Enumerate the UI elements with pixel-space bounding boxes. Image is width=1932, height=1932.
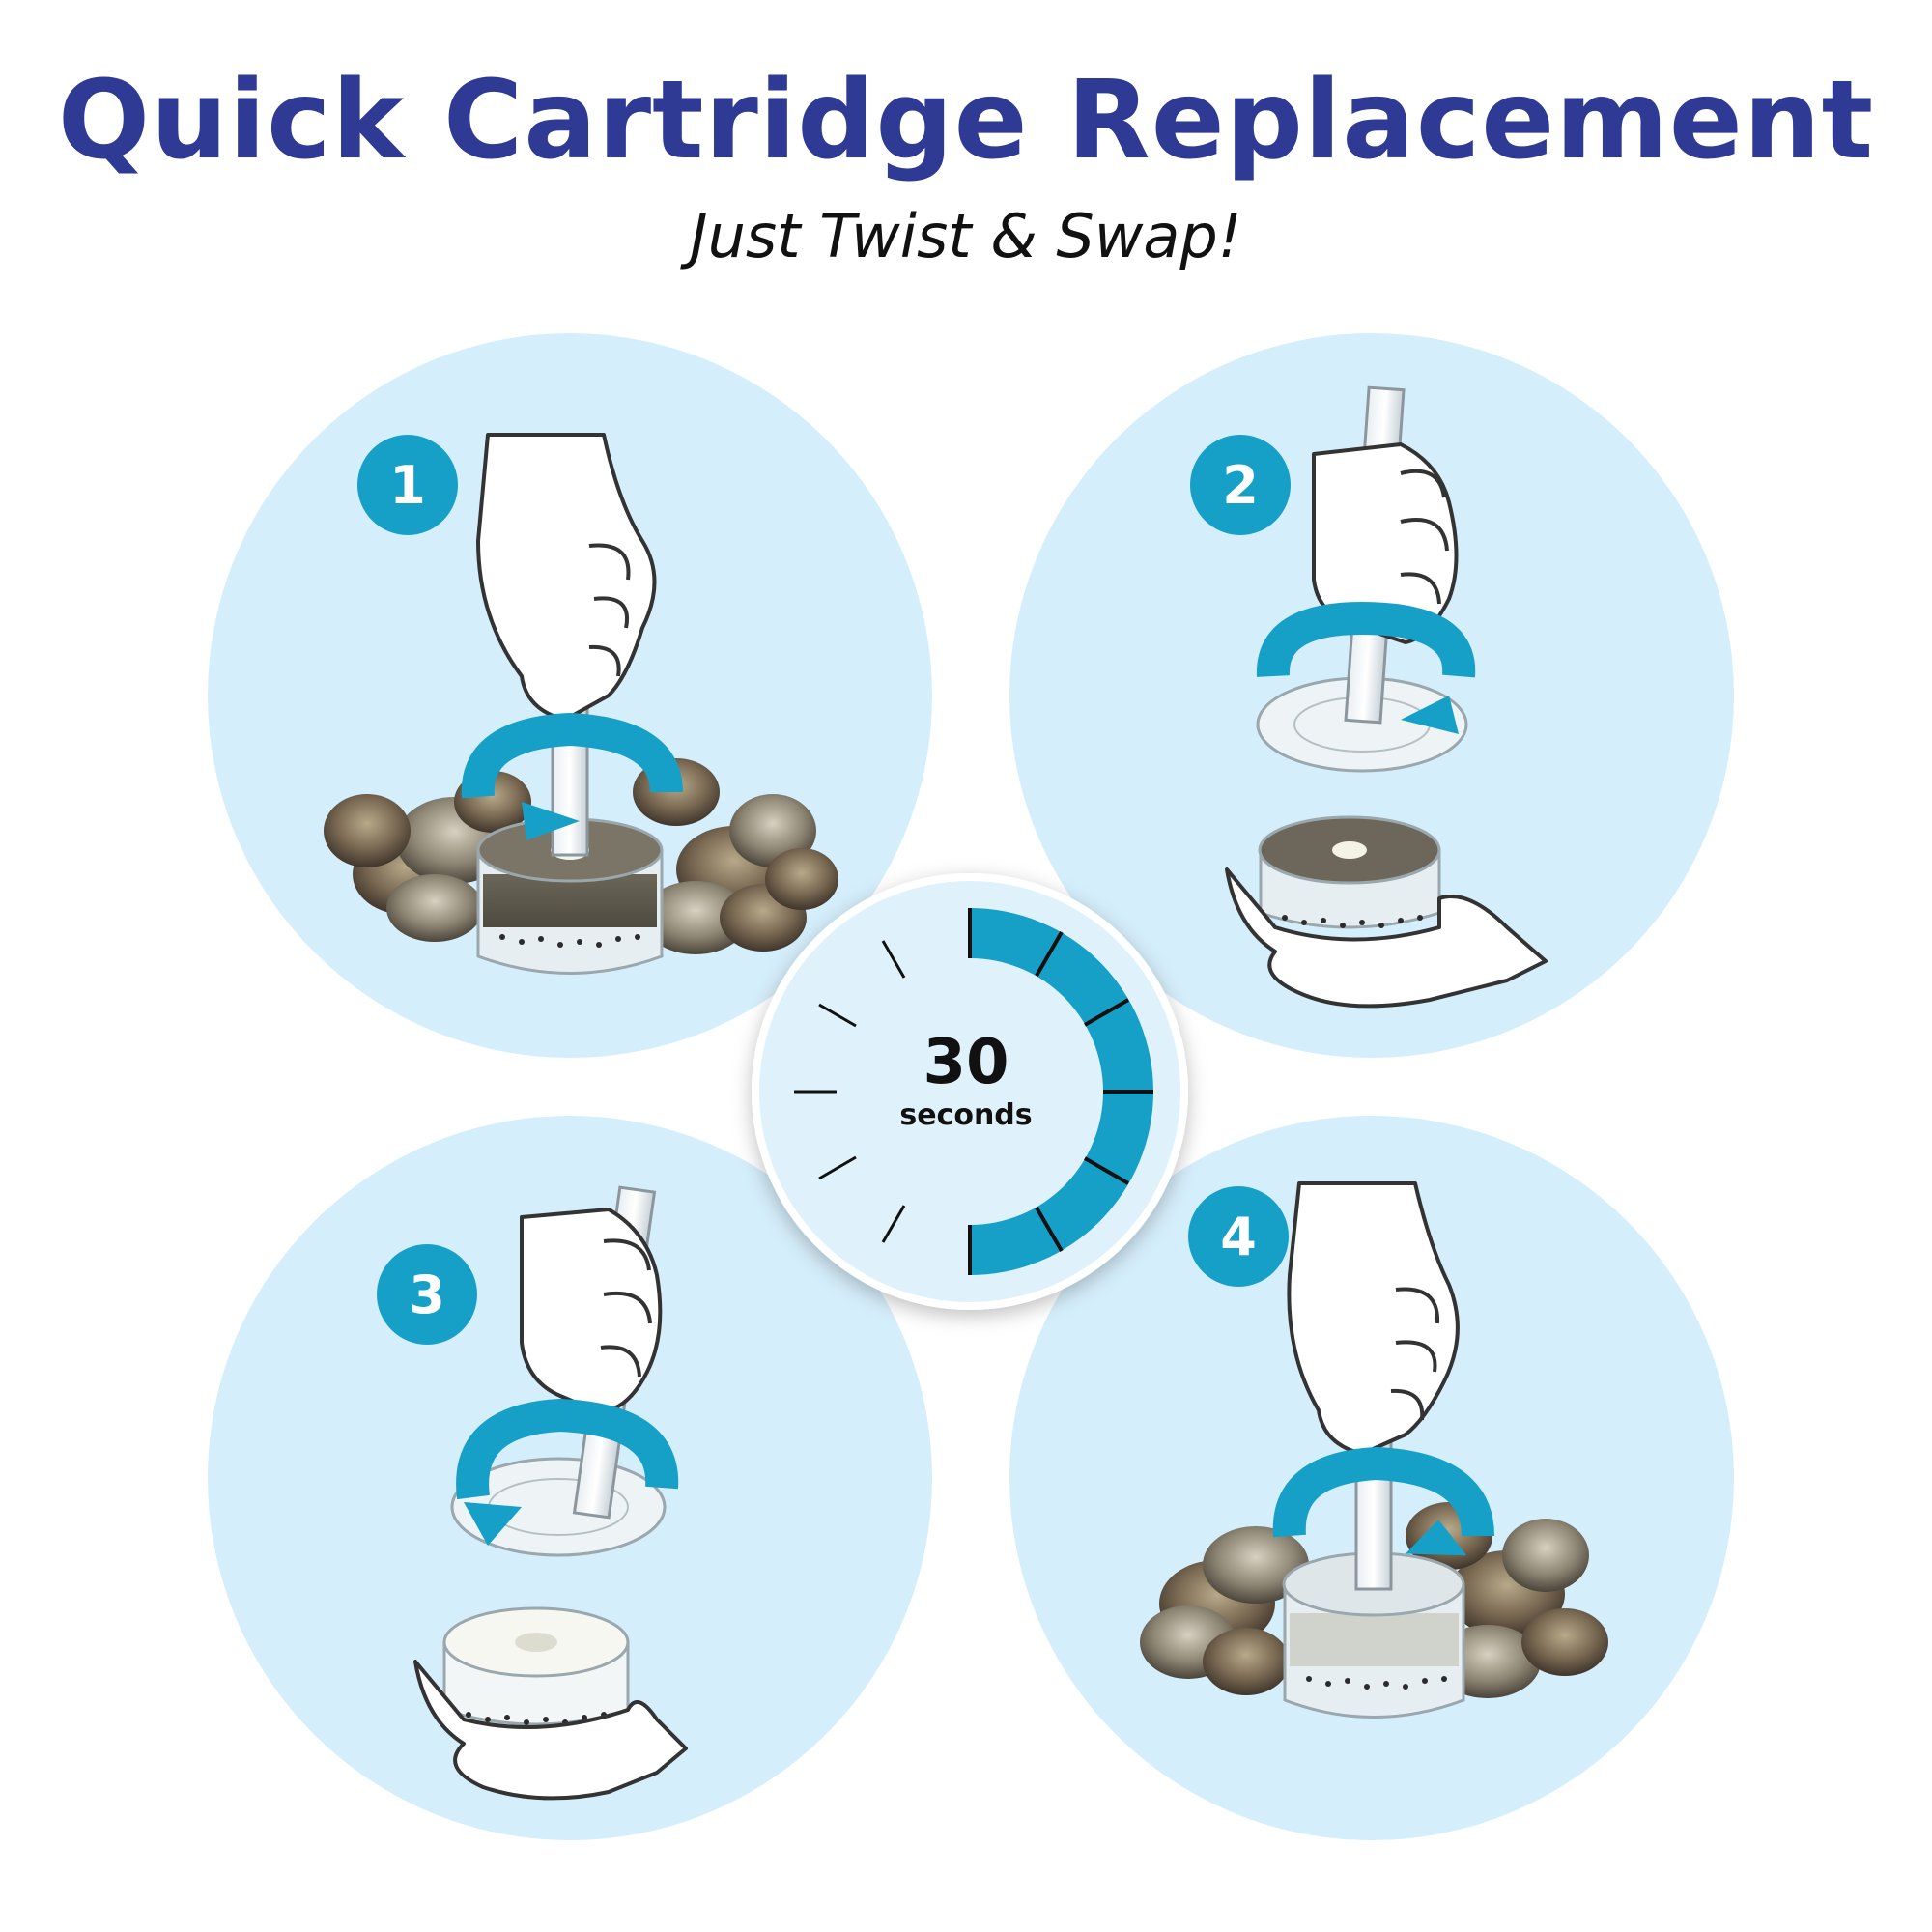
- new-cartridge: [442, 1606, 630, 1726]
- timer-tick-marks: [794, 940, 906, 1243]
- page-subtitle: Just Twist & Swap!: [690, 201, 1242, 271]
- step-1-illustration: [324, 433, 838, 975]
- used-cartridge: [1258, 815, 1441, 929]
- timer-graphic: [752, 873, 1188, 1310]
- timer-arc-dividers: [968, 908, 1153, 1275]
- step-4-badge: 4: [1188, 1186, 1289, 1287]
- page-title: Quick Cartridge Replacement: [57, 58, 1875, 184]
- hand: [476, 433, 657, 722]
- rotate-arrow: [461, 712, 683, 799]
- step-3-badge: 3: [377, 1244, 477, 1345]
- rotate-arrow: [1272, 1446, 1494, 1538]
- gravel-pile: [1140, 1502, 1608, 1698]
- timer-unit: seconds: [899, 1098, 1033, 1132]
- filter-cartridge: [476, 817, 664, 975]
- rotate-arrow: [1256, 601, 1476, 678]
- timer-progress-arc: [970, 908, 1153, 1275]
- rotate-arrow: [456, 1398, 679, 1500]
- step-1-badge: 1: [357, 435, 458, 535]
- step-2-illustration: [1225, 385, 1548, 1009]
- step-2-badge: 2: [1190, 435, 1291, 535]
- step-3-illustration: [413, 1185, 688, 1801]
- gravel-pile: [324, 758, 838, 954]
- holding-hand: [413, 1660, 688, 1801]
- holding-hand: [1225, 867, 1548, 1009]
- step-4-illustration: [1140, 1181, 1608, 1719]
- timer-value: 30: [923, 1027, 1009, 1098]
- hand: [520, 1208, 663, 1414]
